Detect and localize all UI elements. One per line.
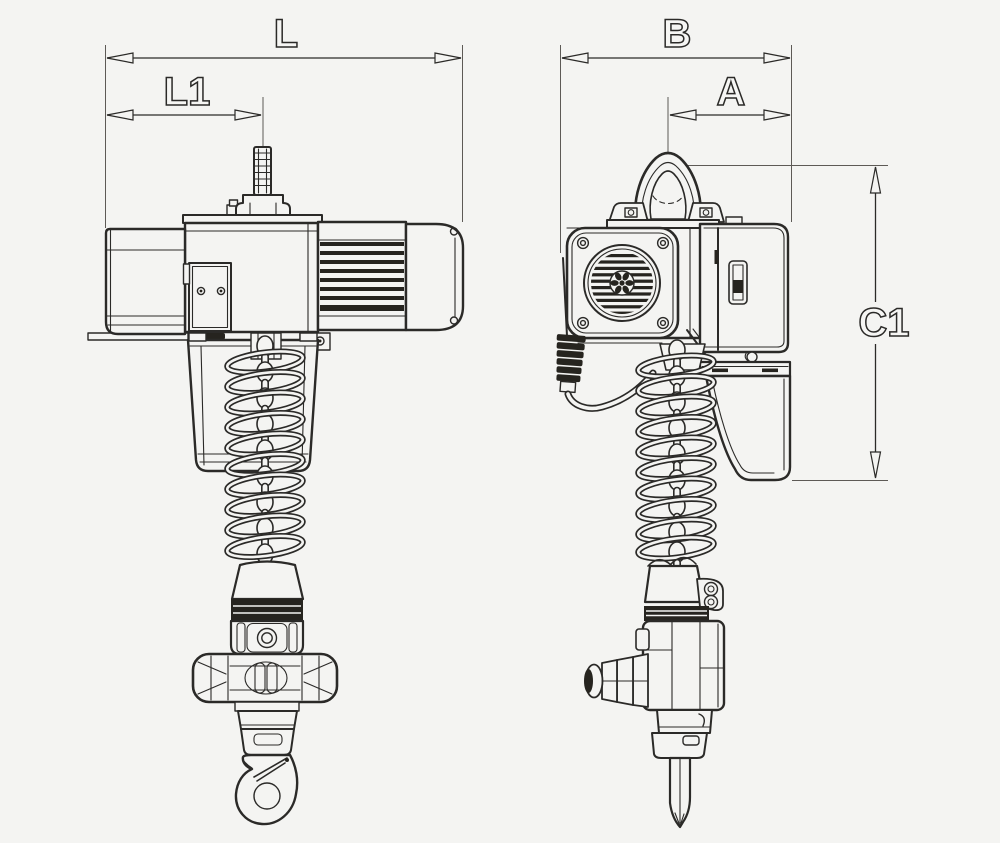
pendant-control-side xyxy=(584,556,726,759)
dimension-L1: L1 xyxy=(106,69,264,144)
directional-buttons xyxy=(191,652,339,704)
dimension-label-L1: L1 xyxy=(164,70,211,114)
dimension-label-A: A xyxy=(717,70,746,114)
dimension-L: L xyxy=(105,11,463,228)
fan-grille xyxy=(583,244,661,322)
hook-side xyxy=(668,756,692,829)
side-buttons xyxy=(696,577,724,612)
chain-bucket-side xyxy=(698,360,792,482)
rocker-knob-side xyxy=(584,653,649,708)
hook-front xyxy=(234,753,299,826)
dimension-label-B: B xyxy=(663,12,692,56)
dimension-C1: C1 xyxy=(686,165,910,481)
motor-end-cap xyxy=(404,222,465,332)
motor-fins xyxy=(316,220,408,332)
front-view: L L1 xyxy=(87,11,465,826)
side-view: B A C1 xyxy=(556,11,910,829)
pendant-control-front xyxy=(191,560,339,756)
dimension-B: B xyxy=(560,11,792,253)
access-panel xyxy=(182,262,232,332)
dimension-label-C1: C1 xyxy=(858,301,909,345)
cable-gland xyxy=(556,334,586,394)
control-box xyxy=(698,216,790,363)
dimension-A: A xyxy=(667,69,791,138)
fan-cover xyxy=(565,226,680,340)
side-housing xyxy=(104,227,187,336)
dimension-label-L: L xyxy=(274,12,298,56)
suspension-eye xyxy=(606,151,725,229)
safety-latch-front xyxy=(253,757,289,782)
